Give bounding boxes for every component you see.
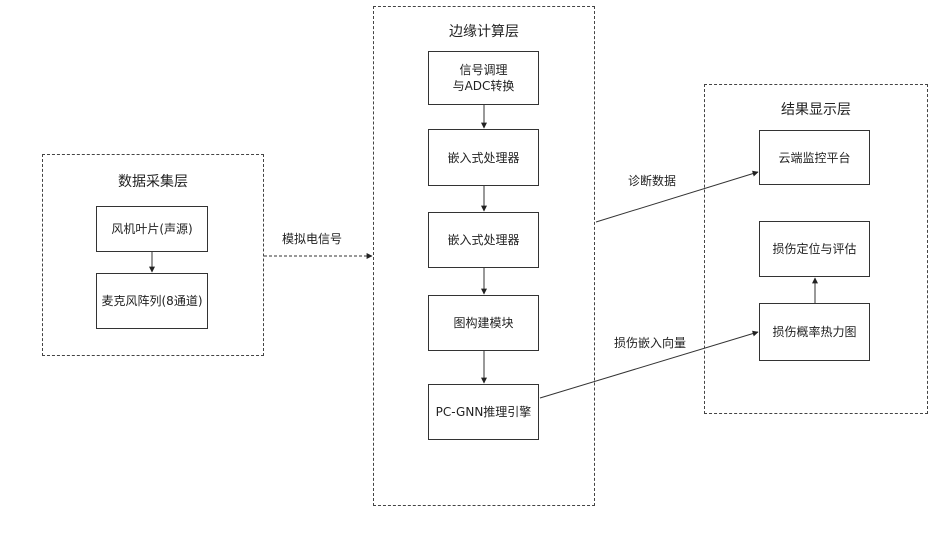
arrow-diagnosis-data <box>596 172 758 222</box>
arrow-damage-embedding <box>540 332 758 398</box>
